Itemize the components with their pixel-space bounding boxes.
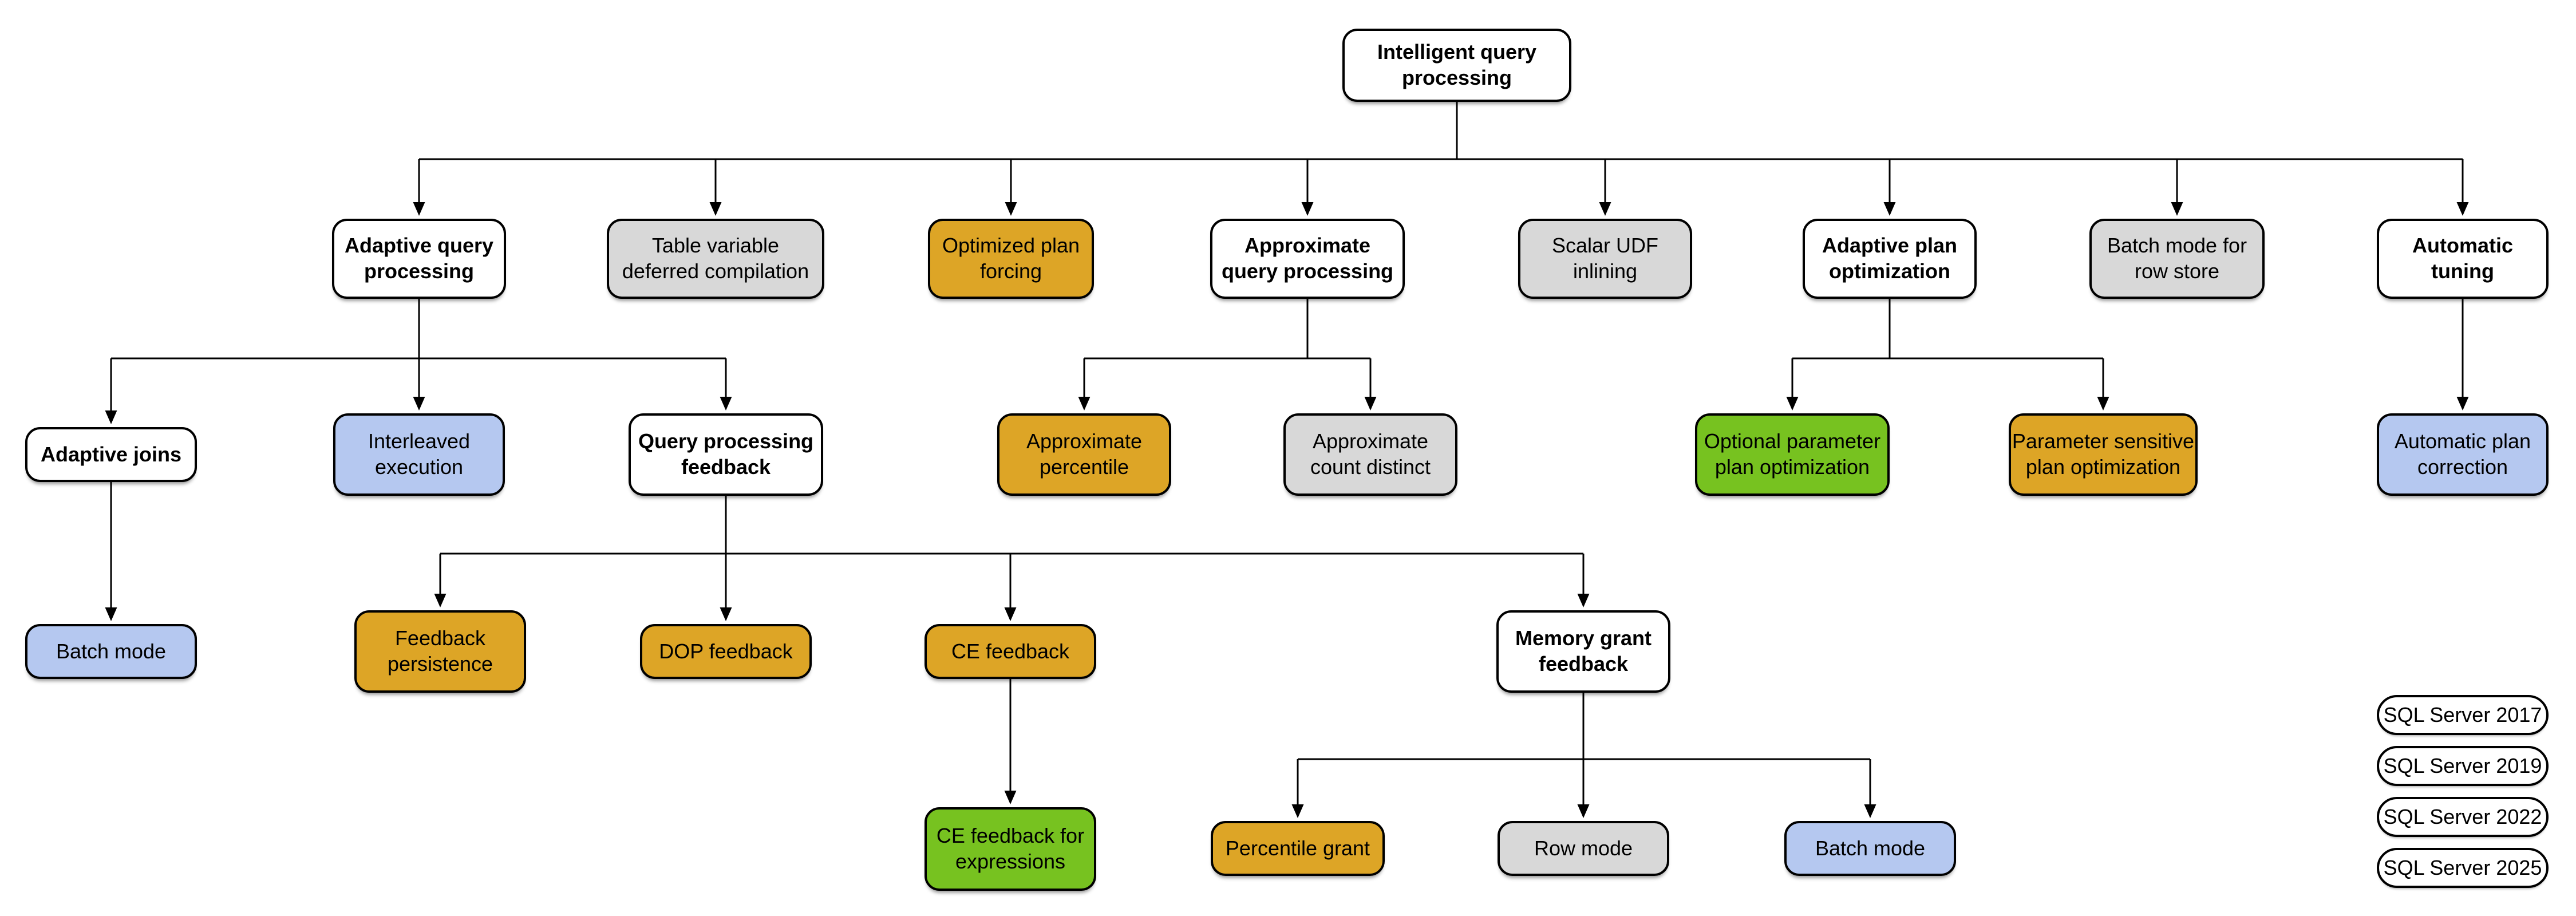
node-label: Approximate count distinct xyxy=(1310,429,1431,479)
node-label: Adaptive joins xyxy=(40,442,182,466)
node-memory-grant-feedback: Memory grant feedback xyxy=(1496,610,1670,693)
edges-query-processing-feedback xyxy=(434,496,1590,621)
node-adaptive-query-processing: Adaptive query processing xyxy=(332,219,506,299)
node-label: Batch mode for row store xyxy=(2107,234,2247,283)
node-label: Interleaved execution xyxy=(368,429,471,479)
node-label: Adaptive query processing xyxy=(344,234,494,283)
node-label: DOP feedback xyxy=(659,639,793,663)
node-percentile-grant: Percentile grant xyxy=(1211,821,1385,876)
node-optimized-plan-forcing: Optimized plan forcing xyxy=(928,219,1094,299)
node-parameter-sensitive-plan-optimization: Parameter sensitive plan optimization xyxy=(2009,413,2198,496)
node-approximate-count-distinct: Approximate count distinct xyxy=(1283,413,1457,496)
node-batch-mode-memory-grant: Batch mode xyxy=(1784,821,1956,876)
node-adaptive-joins: Adaptive joins xyxy=(25,427,197,482)
node-label: Approximate query processing xyxy=(1221,234,1394,283)
node-label: Parameter sensitive plan optimization xyxy=(2012,429,2195,479)
legend-sql-server-2025: SQL Server 2025 xyxy=(2377,848,2549,888)
node-batch-mode-adaptive-joins: Batch mode xyxy=(25,624,197,679)
legend-label: SQL Server 2019 xyxy=(2383,754,2542,777)
node-approximate-query-processing: Approximate query processing xyxy=(1210,219,1405,299)
node-label: Batch mode xyxy=(56,639,167,663)
node-label: Intelligent query processing xyxy=(1377,40,1537,89)
edges-adaptive-plan-optimization xyxy=(1786,299,2109,410)
node-label: Approximate percentile xyxy=(1026,429,1143,479)
node-label: Row mode xyxy=(1534,836,1633,860)
node-table-variable-deferred-compilation: Table variable deferred compilation xyxy=(607,219,824,299)
edges-approximate-query-processing xyxy=(1078,299,1377,410)
legend-sql-server-2019: SQL Server 2019 xyxy=(2377,746,2549,786)
node-intelligent-query-processing: Intelligent query processing xyxy=(1342,29,1571,102)
node-label: Query processing feedback xyxy=(638,429,814,479)
node-label: Feedback persistence xyxy=(387,626,493,676)
node-ce-feedback-for-expressions: CE feedback for expressions xyxy=(924,807,1096,891)
node-adaptive-plan-optimization: Adaptive plan optimization xyxy=(1803,219,1977,299)
legend-label: SQL Server 2025 xyxy=(2383,856,2542,879)
edges-root-to-level2 xyxy=(413,102,2469,216)
node-feedback-persistence: Feedback persistence xyxy=(354,610,526,693)
node-label: Automatic tuning xyxy=(2412,234,2513,283)
node-batch-mode-for-row-store: Batch mode for row store xyxy=(2089,219,2265,299)
node-query-processing-feedback: Query processing feedback xyxy=(629,413,823,496)
node-label: Memory grant feedback xyxy=(1515,626,1652,676)
node-label: Batch mode xyxy=(1815,836,1926,860)
node-label: Adaptive plan optimization xyxy=(1822,234,1958,283)
node-row-mode: Row mode xyxy=(1498,821,1669,876)
node-label: Table variable deferred compilation xyxy=(622,234,809,283)
node-automatic-plan-correction: Automatic plan correction xyxy=(2377,413,2549,496)
node-interleaved-execution: Interleaved execution xyxy=(333,413,505,496)
edges-memory-grant-feedback xyxy=(1291,693,1876,818)
legend-label: SQL Server 2017 xyxy=(2383,703,2542,727)
node-label: Optional parameter plan optimization xyxy=(1704,429,1881,479)
node-dop-feedback: DOP feedback xyxy=(640,624,812,679)
legend-label: SQL Server 2022 xyxy=(2383,805,2542,828)
node-automatic-tuning: Automatic tuning xyxy=(2377,219,2549,299)
node-label: Automatic plan correction xyxy=(2394,429,2531,479)
node-label: CE feedback xyxy=(951,639,1070,663)
node-label: Percentile grant xyxy=(1225,836,1370,860)
node-label: CE feedback for expressions xyxy=(936,824,1085,873)
node-label: Optimized plan forcing xyxy=(942,234,1080,283)
node-label: Scalar UDF inlining xyxy=(1551,234,1659,283)
legend-sql-server-2022: SQL Server 2022 xyxy=(2377,797,2549,837)
node-scalar-udf-inlining: Scalar UDF inlining xyxy=(1518,219,1692,299)
node-optional-parameter-plan-optimization: Optional parameter plan optimization xyxy=(1695,413,1890,496)
edges-adaptive-query-processing xyxy=(105,299,732,424)
node-approximate-percentile: Approximate percentile xyxy=(997,413,1171,496)
node-ce-feedback: CE feedback xyxy=(924,624,1096,679)
legend-sql-server-2017: SQL Server 2017 xyxy=(2377,695,2549,735)
